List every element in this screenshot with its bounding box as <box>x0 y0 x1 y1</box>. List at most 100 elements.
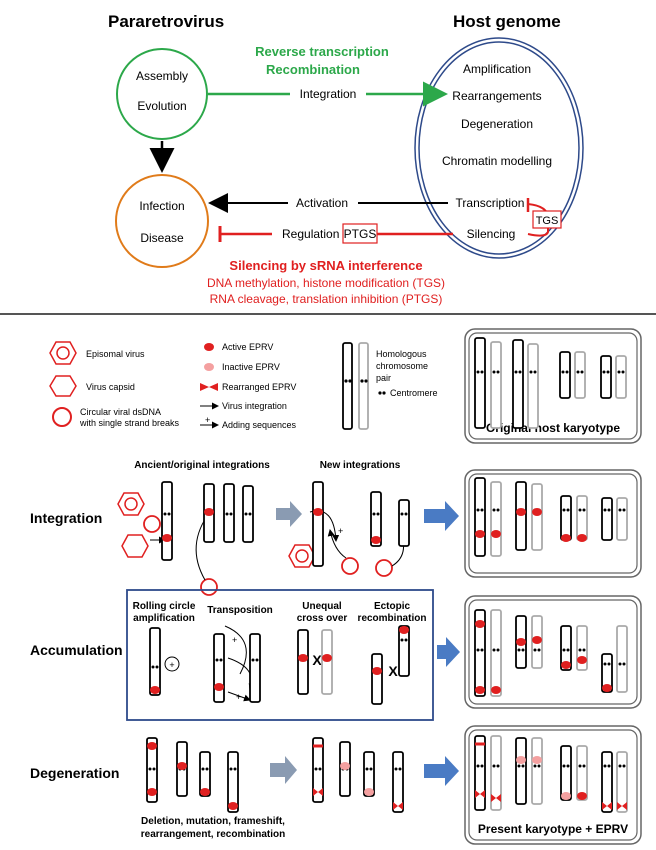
centromere-dot <box>537 648 541 652</box>
integration-row-label: Integration <box>30 510 102 526</box>
centromere-dot <box>603 764 607 768</box>
chromosome <box>371 653 383 705</box>
inactive-eprv-mark <box>516 756 526 764</box>
present-karyotype-frame <box>464 725 642 845</box>
tgs-label: TGS <box>536 215 559 227</box>
chromosome <box>474 477 486 557</box>
legend-centromere-dot <box>360 379 364 383</box>
centromere-dot <box>618 508 622 512</box>
centromere-dot <box>582 764 586 768</box>
transcription-label: Transcription <box>456 196 525 210</box>
host-genome-title: Host genome <box>453 12 561 31</box>
centromere-dot <box>400 512 404 516</box>
centromere-dot <box>622 508 626 512</box>
chromosome <box>515 737 527 805</box>
centromere-dot <box>151 665 155 669</box>
transition-arrow-grey <box>276 501 302 527</box>
centromere-dot <box>562 764 566 768</box>
rearranged-eprv-mark <box>475 790 485 798</box>
active-eprv-mark <box>150 686 160 694</box>
centromere-dot <box>562 648 566 652</box>
inactive-eprv-mark <box>532 756 542 764</box>
centromere-dot <box>369 767 373 771</box>
rolling-circle-label-1: Rolling circle <box>133 601 196 612</box>
active-eprv-mark <box>214 683 224 691</box>
centromere-dot <box>476 370 480 374</box>
centromere-dot <box>566 764 570 768</box>
centromere-dot <box>255 658 259 662</box>
centromere-dot <box>606 370 610 374</box>
adding-plus-icon: + <box>338 526 343 536</box>
chromosome-grey <box>616 497 628 541</box>
inactive-eprv-mark <box>340 762 350 770</box>
centromere-dot <box>476 764 480 768</box>
virus-lifecycle-circle <box>116 48 208 140</box>
legend-adding: Adding sequences <box>222 420 297 430</box>
active-eprv-mark <box>147 788 157 796</box>
chromosome <box>370 491 382 547</box>
chromosome <box>474 609 486 697</box>
pararetrovirus-title: Pararetrovirus <box>108 12 224 31</box>
centromere-dot <box>480 648 484 652</box>
episomal-inner-ring-icon <box>124 497 138 511</box>
unequal-label-2: cross over <box>297 613 348 624</box>
circular-dsdna-icon <box>143 515 161 533</box>
active-eprv-mark <box>371 536 381 544</box>
centromere-dot <box>622 662 626 666</box>
chromosome-grey <box>531 483 543 551</box>
centromere-dot <box>533 764 537 768</box>
chromosome-grey <box>616 625 628 693</box>
rearranged-eprv-mark <box>393 802 403 810</box>
chromosome <box>223 483 235 543</box>
infection-label: Infection <box>139 199 184 213</box>
chromosome <box>560 495 572 541</box>
chromosome-grey <box>531 737 543 805</box>
chromosome <box>249 633 261 703</box>
centromere-dot <box>514 370 518 374</box>
active-eprv-mark <box>532 636 542 644</box>
amplification-label: Amplification <box>463 62 531 76</box>
legend-inactive: Inactive EPRV <box>222 362 280 372</box>
chromosome <box>474 735 486 811</box>
rearranged-eprv-mark <box>602 802 612 810</box>
centromere-dot <box>578 764 582 768</box>
adding-arrow-icon <box>227 691 251 702</box>
active-eprv-mark <box>561 661 571 669</box>
unequal-cross-x: X <box>312 652 322 668</box>
episomal-inner-ring-icon <box>295 549 309 563</box>
transition-arrow-blue <box>437 637 460 667</box>
adding-plus-icon: + <box>236 692 241 702</box>
accumulation-panel <box>126 589 434 721</box>
recombination-label: Recombination <box>266 62 360 77</box>
centromere-dot <box>617 370 621 374</box>
legend-homologous-2: chromosome <box>376 361 428 371</box>
integration-label: Integration <box>300 87 357 101</box>
active-eprv-mark <box>602 684 612 692</box>
host-genome-ellipse-outer <box>414 37 584 259</box>
centromere-dot <box>621 370 625 374</box>
ptgs-description: RNA cleavage, translation inhibition (PT… <box>210 292 443 306</box>
centromere-dot <box>496 764 500 768</box>
ptgs-label: PTGS <box>344 227 377 241</box>
centromere-dot <box>496 508 500 512</box>
chromosome <box>227 751 239 813</box>
legend-circular-1: Circular viral dsDNA <box>80 407 161 417</box>
centromere-dot <box>244 512 248 516</box>
integration-arrow-icon <box>327 529 347 559</box>
active-eprv-mark <box>372 667 382 675</box>
centromere-dot <box>376 512 380 516</box>
legend-capsid: Virus capsid <box>86 382 135 392</box>
chromosome <box>392 751 404 813</box>
chromosome <box>600 355 612 399</box>
centromere-dot <box>496 648 500 652</box>
rolling-plus-icon: + <box>169 660 174 670</box>
centromere-icon <box>382 391 386 395</box>
activation-label-bg <box>288 195 358 211</box>
chromosome-grey <box>576 745 588 801</box>
deletion-label-1: Deletion, mutation, frameshift, <box>141 816 285 827</box>
host-genome-ellipse-inner <box>418 41 580 255</box>
centromere-dot <box>578 648 582 652</box>
centromere-dot <box>219 658 223 662</box>
centromere-dot <box>394 767 398 771</box>
degeneration-label: Degeneration <box>461 117 533 131</box>
